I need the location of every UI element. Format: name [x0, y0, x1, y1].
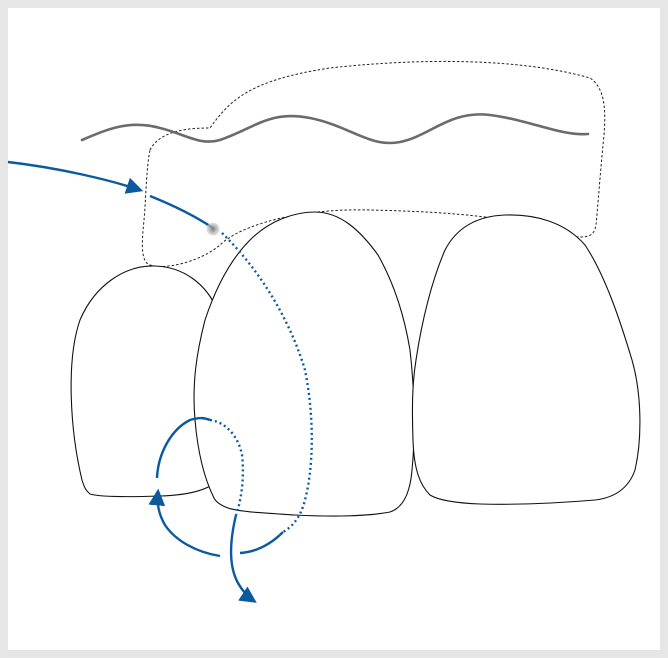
needle-path-entry-continued — [150, 196, 213, 228]
right-tooth — [412, 215, 639, 504]
loop-up-arrow — [158, 492, 220, 556]
loop-exit-down — [231, 515, 254, 601]
puncture-point-icon — [207, 223, 220, 236]
needle-path-entry — [8, 162, 140, 190]
gum-line — [82, 114, 588, 143]
needle-path-return — [240, 532, 283, 553]
